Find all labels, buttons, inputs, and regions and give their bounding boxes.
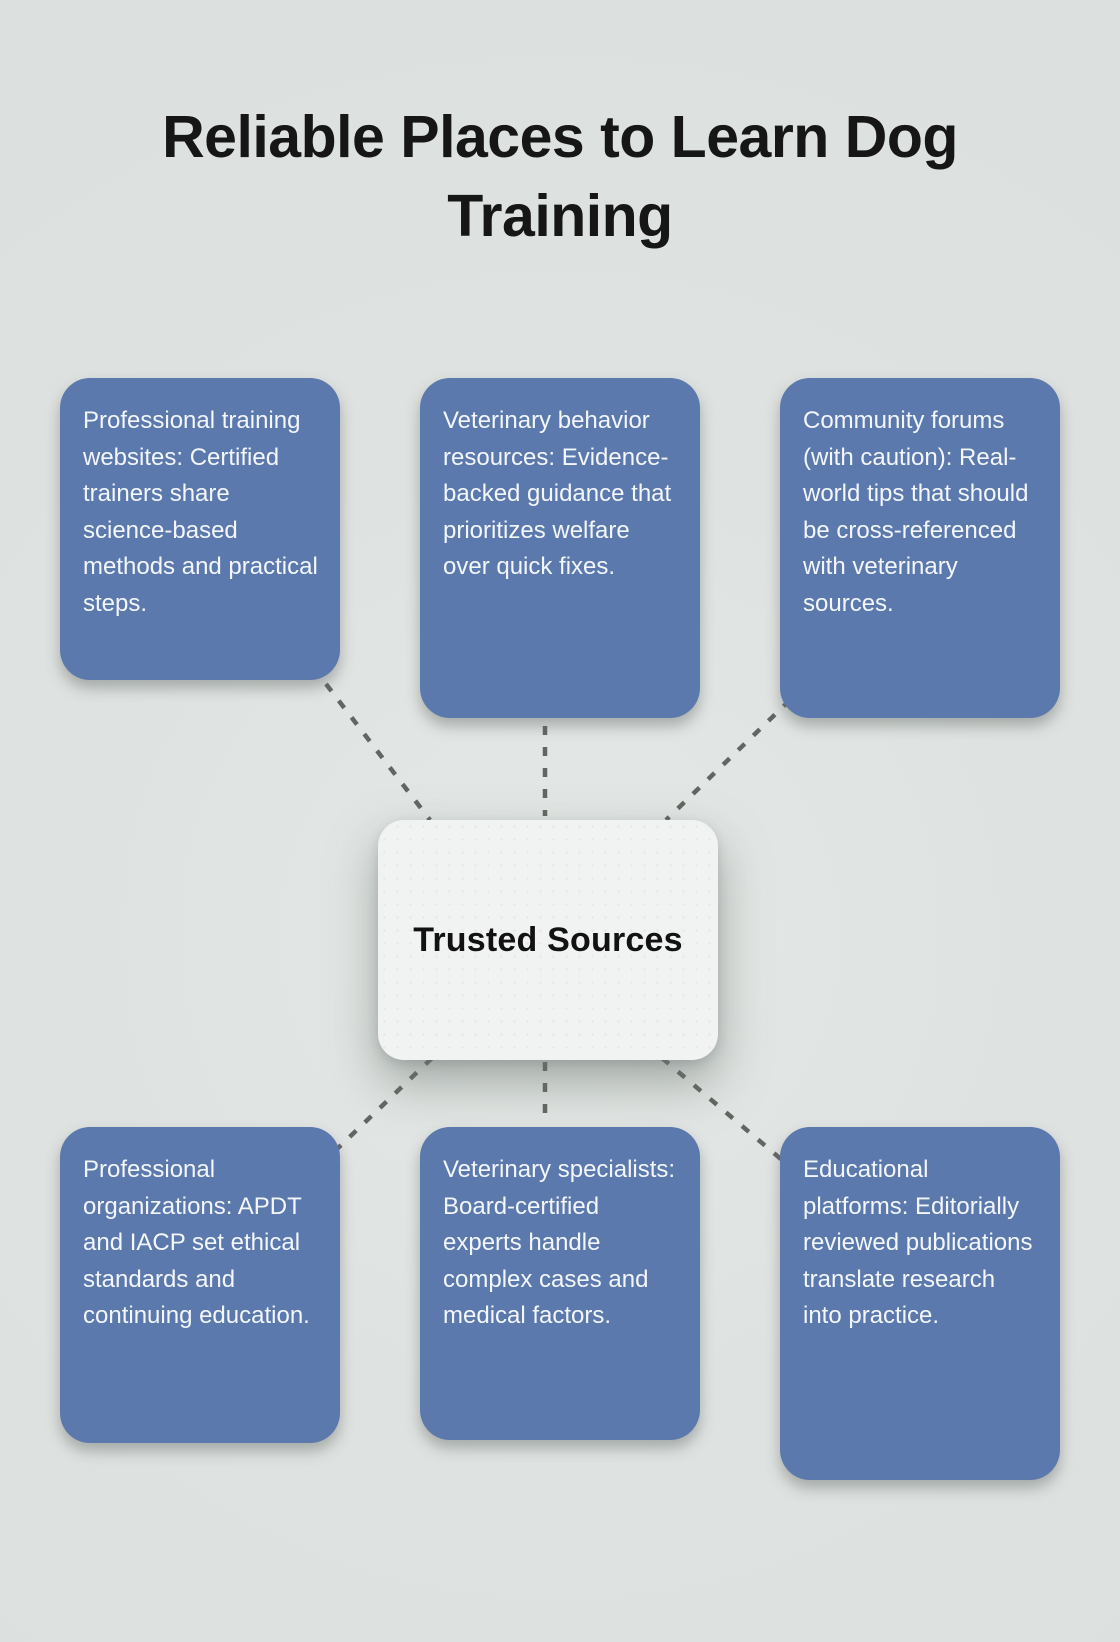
diagram-title-line-2: Training bbox=[447, 183, 673, 249]
connector-top-right bbox=[664, 698, 792, 822]
spoke-node-veterinary-behavior-resources: Veterinary behavior resources: Evidence-… bbox=[420, 378, 700, 718]
spoke-node-veterinary-specialists: Veterinary specialists: Board-certified … bbox=[420, 1127, 700, 1440]
node-text: Educational platforms: Editorially revie… bbox=[803, 1156, 1033, 1329]
hub-node-trusted-sources: Trusted Sources bbox=[378, 820, 718, 1060]
node-text: Veterinary behavior resources: Evidence-… bbox=[443, 407, 672, 580]
hub-label: Trusted Sources bbox=[413, 920, 683, 959]
spoke-node-community-forums: Community forums (with caution): Real-wo… bbox=[780, 378, 1060, 718]
spoke-node-educational-platforms: Educational platforms: Editorially revie… bbox=[780, 1127, 1060, 1480]
connector-bottom-left bbox=[334, 1056, 434, 1152]
diagram-title: Reliable Places to Learn Dog Training bbox=[0, 98, 1120, 256]
spoke-node-professional-organizations: Professional organizations: APDT and IAC… bbox=[60, 1127, 340, 1443]
connector-bottom-right bbox=[660, 1056, 784, 1162]
node-text: Professional training websites: Certifie… bbox=[83, 407, 318, 617]
node-text: Veterinary specialists: Board-certified … bbox=[443, 1156, 676, 1329]
spoke-node-professional-training-websites: Professional training websites: Certifie… bbox=[60, 378, 340, 680]
node-text: Community forums (with caution): Real-wo… bbox=[803, 407, 1029, 617]
node-text: Professional organizations: APDT and IAC… bbox=[83, 1156, 310, 1329]
diagram-title-line-1: Reliable Places to Learn Dog bbox=[162, 104, 958, 170]
connector-top-left bbox=[324, 682, 432, 822]
